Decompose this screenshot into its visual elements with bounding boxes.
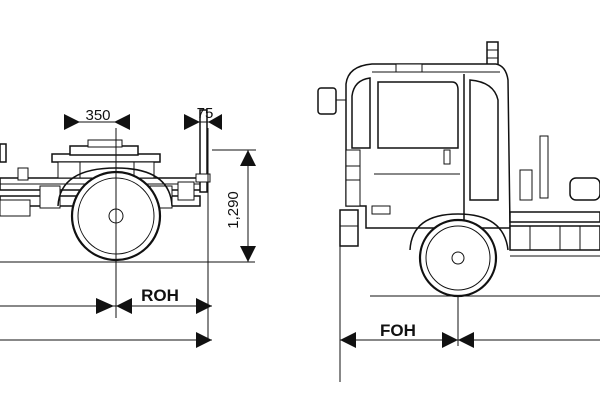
chassis-frame-front — [509, 135, 600, 257]
dim-75-label: 75 — [197, 105, 214, 122]
dim-1290-label: 1,290 — [225, 191, 242, 229]
side-mirror — [317, 87, 346, 115]
rear-chassis-view: 350 75 1,290 ROH — [0, 105, 256, 348]
dim-roh: ROH — [0, 286, 212, 314]
dim-foh-label: FOH — [380, 321, 416, 340]
dim-350: 350 — [64, 107, 130, 130]
dim-75: 75 — [184, 105, 222, 130]
dim-roh-label: ROH — [141, 286, 179, 305]
front-bumper — [339, 209, 359, 247]
dim-350-label: 350 — [85, 107, 110, 124]
dim-1290: 1,290 — [212, 149, 256, 262]
cab-body — [345, 63, 511, 229]
dim-foh: FOH — [340, 321, 600, 348]
rear-lamp-post — [195, 109, 211, 193]
front-wheel — [409, 213, 509, 298]
front-cab-view: FOH — [317, 41, 600, 382]
dim-overall — [0, 332, 212, 348]
